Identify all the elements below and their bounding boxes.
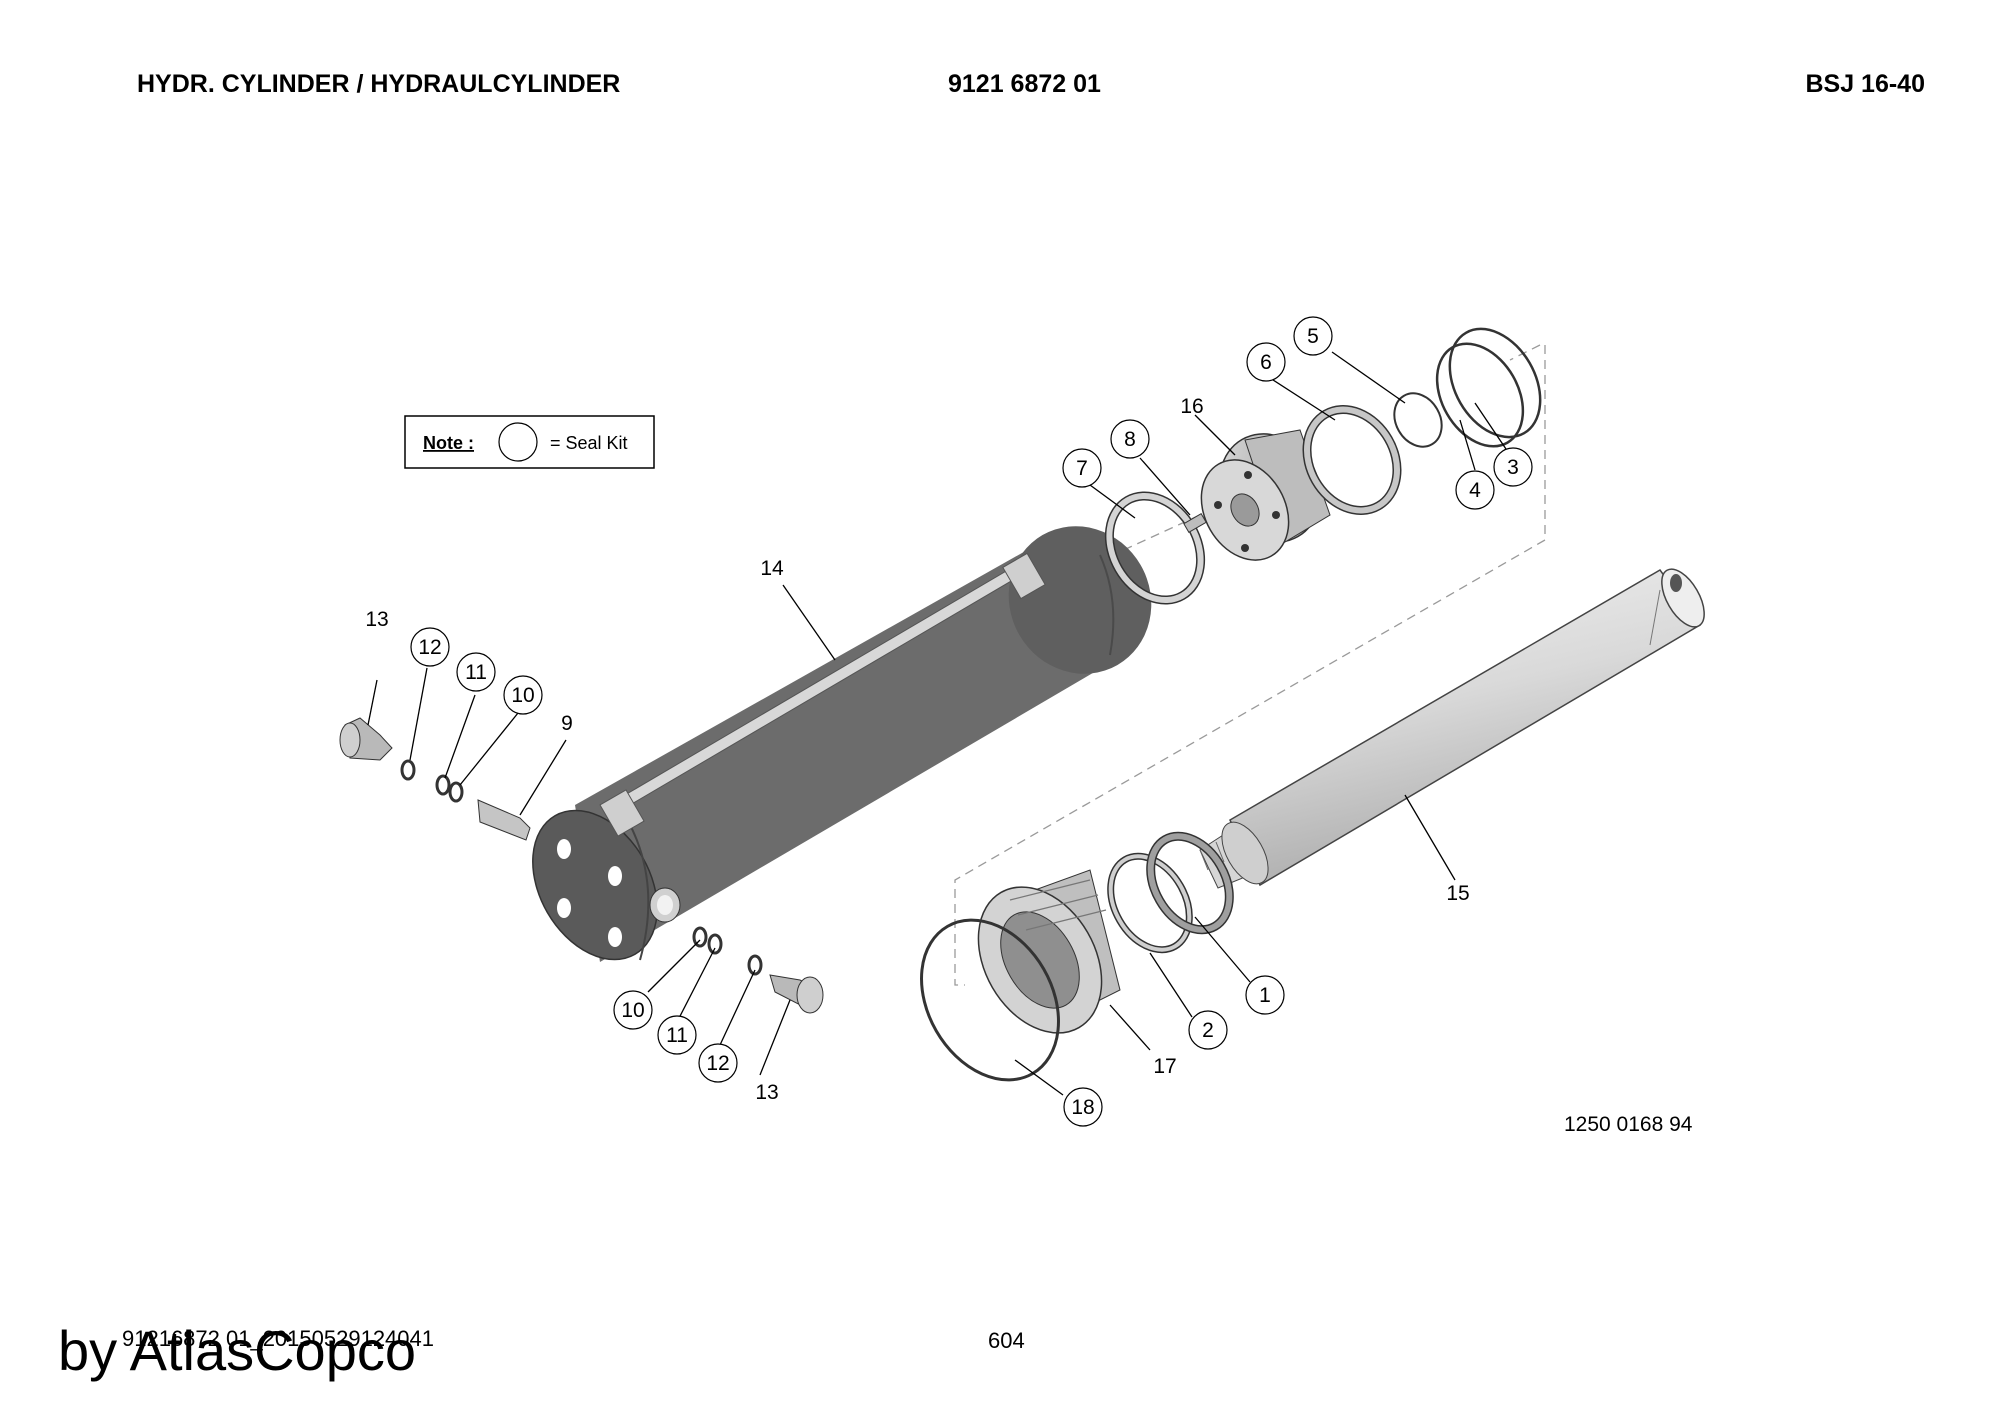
note-label: Note : <box>423 433 474 453</box>
svg-text:1: 1 <box>1259 984 1271 1007</box>
svg-text:12: 12 <box>418 636 441 659</box>
callout-17: 17 <box>1153 1055 1176 1078</box>
callout-5: 5 <box>1293 316 1333 356</box>
cylinder-barrel <box>532 526 1152 962</box>
callout-15: 15 <box>1446 882 1469 905</box>
wear-ring-and-pin <box>1104 491 1207 605</box>
drawing-number: 1250 0168 94 <box>1564 1113 1693 1136</box>
callout-18: 18 <box>1063 1087 1103 1127</box>
callout-14: 14 <box>760 557 784 580</box>
svg-text:12: 12 <box>706 1052 729 1075</box>
callout-6: 6 <box>1246 342 1286 382</box>
svg-text:9: 9 <box>561 712 573 735</box>
piston-rod <box>1199 568 1705 889</box>
svg-text:3: 3 <box>1507 456 1519 479</box>
svg-text:11: 11 <box>465 661 487 684</box>
callout-1: 1 <box>1245 975 1285 1015</box>
svg-text:4: 4 <box>1469 479 1481 502</box>
seal-kit-note: Note : = Seal Kit <box>404 415 655 469</box>
callout-13-upper: 13 <box>365 608 388 631</box>
callout-3: 3 <box>1493 447 1533 487</box>
piston-assembly <box>1200 327 1542 561</box>
svg-text:10: 10 <box>621 999 644 1022</box>
footer-doc-ref: 91216872 01_20150529124041 <box>122 1326 434 1351</box>
callout-2: 2 <box>1188 1010 1228 1050</box>
leader-lines <box>367 351 1509 1096</box>
callout-12-lower: 12 <box>698 1043 738 1083</box>
svg-text:16: 16 <box>1180 395 1203 418</box>
gland-assembly <box>920 831 1234 1082</box>
callout-16: 16 <box>1180 395 1203 418</box>
callout-7: 7 <box>1062 448 1102 488</box>
header-model: BSJ 16-40 <box>1805 70 1925 98</box>
callouts: 1 2 3 4 5 6 7 8 9 10 10 11 11 12 12 13 1… <box>365 316 1533 1127</box>
callout-10-lower: 10 <box>613 990 653 1030</box>
svg-text:15: 15 <box>1446 882 1469 905</box>
footer-page-number: 604 <box>988 1328 1025 1353</box>
callout-4: 4 <box>1455 470 1495 510</box>
header-title: HYDR. CYLINDER / HYDRAULCYLINDER <box>137 70 621 98</box>
svg-text:11: 11 <box>666 1024 688 1047</box>
svg-text:10: 10 <box>511 684 534 707</box>
svg-text:6: 6 <box>1260 351 1272 374</box>
callout-11-lower: 11 <box>657 1015 697 1055</box>
svg-text:14: 14 <box>760 557 784 580</box>
note-text: = Seal Kit <box>550 433 628 453</box>
callout-9: 9 <box>561 712 573 735</box>
lower-fitting-parts <box>692 926 824 1014</box>
svg-text:5: 5 <box>1307 325 1319 348</box>
svg-text:13: 13 <box>365 608 388 631</box>
svg-text:7: 7 <box>1076 457 1088 480</box>
atlas-copco-watermark: by AtlasCopco <box>58 1319 416 1382</box>
svg-text:8: 8 <box>1124 428 1136 451</box>
callout-13-lower: 13 <box>755 1081 778 1104</box>
svg-text:2: 2 <box>1202 1019 1214 1042</box>
callout-11-upper: 11 <box>456 652 496 692</box>
upper-fitting-parts <box>339 717 531 841</box>
callout-10-upper: 10 <box>503 675 543 715</box>
svg-text:17: 17 <box>1153 1055 1176 1078</box>
callout-8: 8 <box>1110 419 1150 459</box>
svg-text:13: 13 <box>755 1081 778 1104</box>
header-part-number: 9121 6872 01 <box>948 70 1101 98</box>
callout-12-upper: 12 <box>410 627 450 667</box>
svg-text:18: 18 <box>1071 1096 1094 1119</box>
